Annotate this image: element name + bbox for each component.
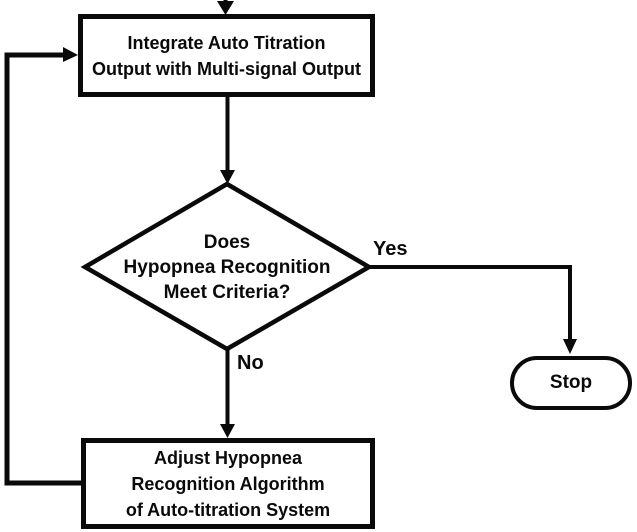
node-decision-line2: Hypopnea Recognition (123, 257, 331, 278)
arrow-no-to-adjust (220, 349, 235, 438)
node-decision-label: Does Hypopnea Recognition Meet Criteria? (112, 220, 342, 315)
edge-label-no: No (237, 352, 264, 374)
node-decision-line3: Meet Criteria? (163, 282, 291, 303)
node-stop: Stop (510, 356, 632, 410)
node-adjust-line3: of Auto-titration System (125, 499, 331, 520)
arrow-feedback-to-integrate (4, 47, 82, 486)
arrow-yes-to-stop (367, 265, 577, 354)
node-adjust-line1: Adjust Hypopnea (153, 447, 302, 468)
node-adjust: Adjust Hypopnea Recognition Algorithm of… (81, 438, 375, 529)
node-integrate: Integrate Auto Titration Output with Mul… (78, 14, 375, 97)
edge-label-yes: Yes (373, 238, 408, 260)
node-stop-label: Stop (549, 372, 593, 393)
arrow-integrate-to-decision (220, 95, 235, 184)
node-integrate-line2: Output with Multi-signal Output (92, 58, 361, 79)
node-adjust-line2: Recognition Algorithm (131, 473, 325, 494)
arrow-entry (217, 0, 234, 15)
node-decision-line1: Does (203, 232, 251, 253)
node-integrate-line1: Integrate Auto Titration (127, 32, 326, 53)
